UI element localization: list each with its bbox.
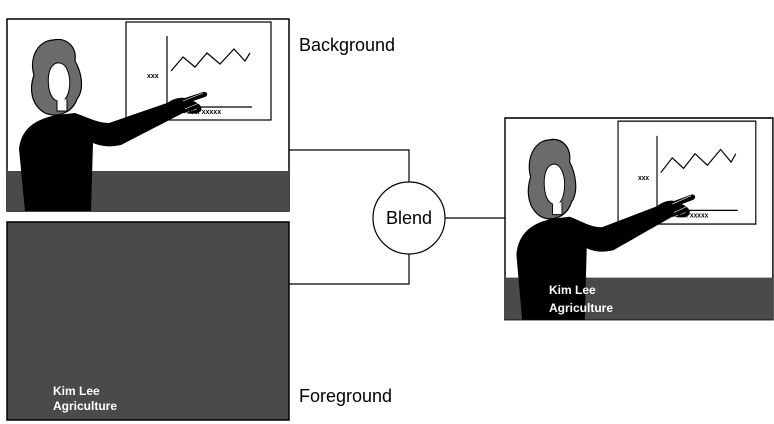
blend-node: Blend: [372, 181, 446, 255]
result-chart-y-tick: xxx: [638, 175, 649, 182]
result-chart-x-tick: xxx xxxxx: [677, 213, 708, 220]
chart-y-tick: xxx: [147, 73, 159, 80]
blend-label: Blend: [386, 208, 432, 228]
result-caption-department: Agriculture: [549, 301, 613, 315]
background-panel: xxx xxx xxxxx: [6, 18, 290, 212]
chart-x-tick: xxx xxxxx: [188, 109, 221, 116]
connector-foreground: [289, 246, 410, 285]
background-label: Background: [299, 35, 395, 55]
foreground-label: Foreground: [299, 386, 392, 406]
fg-caption-name: Kim Lee: [53, 384, 100, 398]
fg-caption-department: Agriculture: [53, 399, 117, 413]
foreground-panel: Kim Lee Agriculture: [6, 221, 290, 421]
connector-background: [289, 149, 410, 190]
result-panel: xxx xxx xxxxx: [504, 117, 774, 321]
result-caption-name: Kim Lee: [549, 283, 596, 297]
connectors: [289, 149, 505, 285]
